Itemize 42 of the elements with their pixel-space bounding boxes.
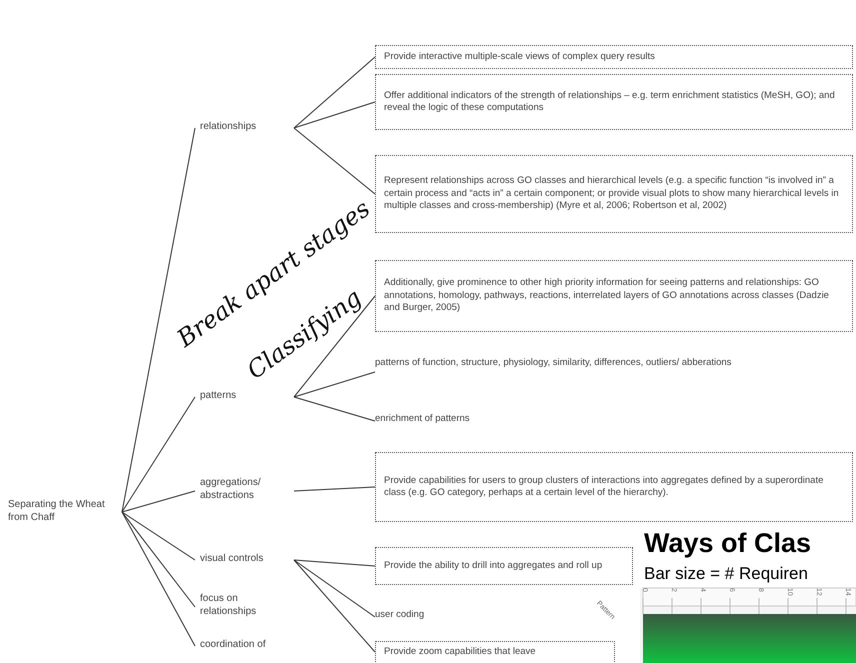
requirement-label: enrichment of patterns (375, 413, 470, 424)
connector-line (122, 512, 196, 608)
requirement-text: Represent relationships across GO classes and hierarchical levels (e.g. a specific function “is involved in” a certain process and “acts in” a certain component; or provide visual plots to show many hierarchical levels in multiple classes and cross-membership) (Myre et al, 2006; Robertson et al, 2002) (384, 175, 840, 213)
connector-line (122, 396, 196, 512)
connector-line (294, 396, 376, 422)
dotted-box (375, 74, 853, 130)
category-label: relationships (200, 121, 256, 132)
connector-line (294, 296, 376, 398)
requirement-text: Additionally, give prominence to other high priority information for seeing patterns and relationships: GO annotations, homology, pathways, reactions, interrelated layers of GO annotations across classes (Dadzie and Burger, 2005) (384, 277, 830, 315)
root-label: Separating the Wheat from Chaff (8, 499, 105, 523)
slide-title: Ways of Clas (644, 528, 812, 559)
requirement-text: Provide interactive multiple-scale views of complex query results (384, 50, 655, 64)
connector-line (294, 372, 376, 398)
connector-line (122, 512, 196, 646)
requirement-label: patterns of function, structure, physiology, similarity, differences, outliers/ abberations (375, 357, 732, 368)
requirement-text: Provide zoom capabilities that leave (384, 646, 536, 658)
dotted-box (375, 45, 853, 69)
category-label: focus on relationships (200, 593, 256, 617)
connector-line (294, 560, 376, 566)
dotted-box (375, 547, 633, 585)
category-label: aggregations/ abstractions (200, 477, 261, 501)
dotted-box (375, 155, 853, 233)
connector-line (294, 102, 376, 128)
requirement-text: Offer additional indicators of the strength of relationships – e.g. term enrichment statistics (MeSH, GO); and reveal the logic of these computations (384, 90, 836, 114)
connector-line (294, 128, 376, 194)
category-label: visual controls (200, 553, 264, 564)
connector-line (294, 560, 376, 618)
requirement-text: Provide capabilities for users to group clusters of interactions into aggregates defined by a superordinate class (e.g. GO category, perhaps at a certain level of the hierarchy). (384, 474, 824, 500)
category-label: patterns (200, 390, 236, 401)
requirement-label: user coding (375, 609, 424, 620)
dotted-box (375, 452, 853, 522)
connector-line (294, 56, 376, 128)
connector-line (122, 128, 196, 512)
slide-subtitle: Bar size = # Requiren (644, 564, 808, 584)
connector-line (122, 490, 196, 512)
dotted-box (375, 260, 853, 332)
connector-line (294, 560, 376, 652)
category-label: coordination of (200, 639, 266, 650)
dotted-box (375, 641, 615, 663)
connector-line (294, 486, 376, 492)
requirement-text: Provide the ability to drill into aggregates and roll up (384, 560, 602, 572)
connector-line (122, 512, 196, 560)
